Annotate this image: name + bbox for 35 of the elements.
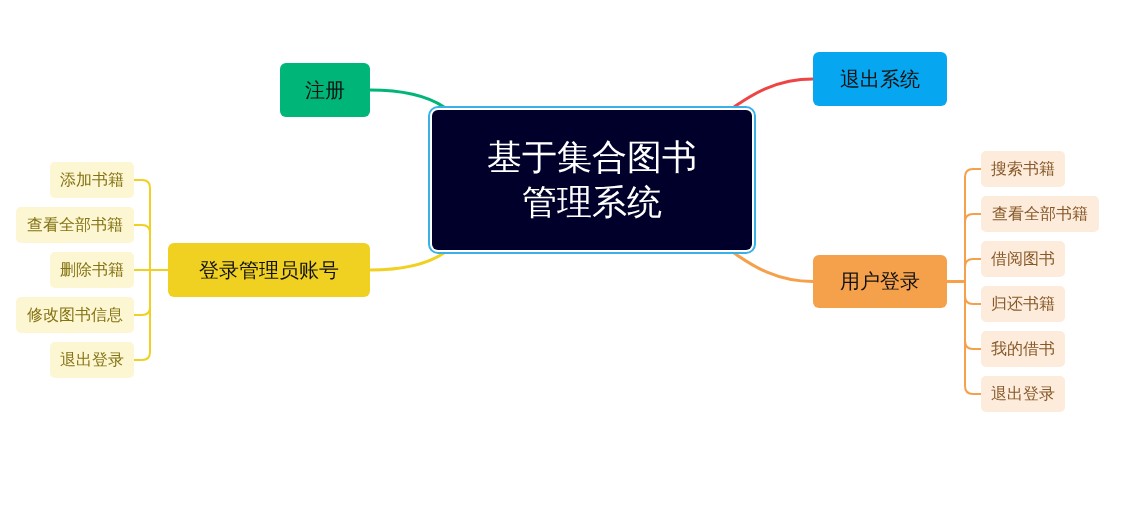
subtopic-text: 借阅图书 (991, 248, 1055, 270)
connector-line (733, 251, 814, 283)
subtopic-box (50, 252, 134, 288)
connector-line (369, 88, 445, 109)
branch-topic-box (813, 255, 947, 308)
branch-topic-box (280, 63, 370, 117)
subtopic-text: 修改图书信息 (27, 304, 123, 326)
subtopic-text: 退出登录 (991, 383, 1055, 405)
subtopic-text: 我的借书 (991, 338, 1055, 360)
subtopic-box (981, 286, 1065, 322)
subtopic-box (981, 376, 1065, 412)
subtopic-box (981, 196, 1099, 232)
subtopic-box (16, 297, 134, 333)
branch-topic-text: 退出系统 (840, 65, 920, 93)
branch-topic-text: 用户登录 (840, 268, 920, 295)
subtopic-text: 搜索书籍 (991, 158, 1055, 180)
central-topic-text: 基于集合图书管理系统 (486, 135, 698, 224)
subtopic-text: 删除书籍 (60, 259, 124, 281)
connector-line (733, 77, 814, 109)
subtopic-text: 查看全部书籍 (992, 203, 1088, 225)
subtopic-text: 归还书籍 (991, 293, 1055, 315)
connector-line (369, 251, 445, 272)
branch-topic-text: 登录管理员账号 (199, 256, 339, 284)
subtopic-box (50, 342, 134, 378)
subtopic-box (981, 151, 1065, 187)
subtopic-box (50, 162, 134, 198)
subtopic-text: 查看全部书籍 (27, 214, 123, 236)
subtopic-box (981, 331, 1065, 367)
subtopic-box (16, 207, 134, 243)
branch-topic-text: 注册 (305, 76, 345, 104)
subtopic-text: 退出登录 (60, 349, 124, 371)
subtopic-text: 添加书籍 (60, 169, 124, 191)
subtopic-box (981, 241, 1065, 277)
branch-topic-box (168, 243, 370, 297)
branch-topic-box (813, 52, 947, 106)
